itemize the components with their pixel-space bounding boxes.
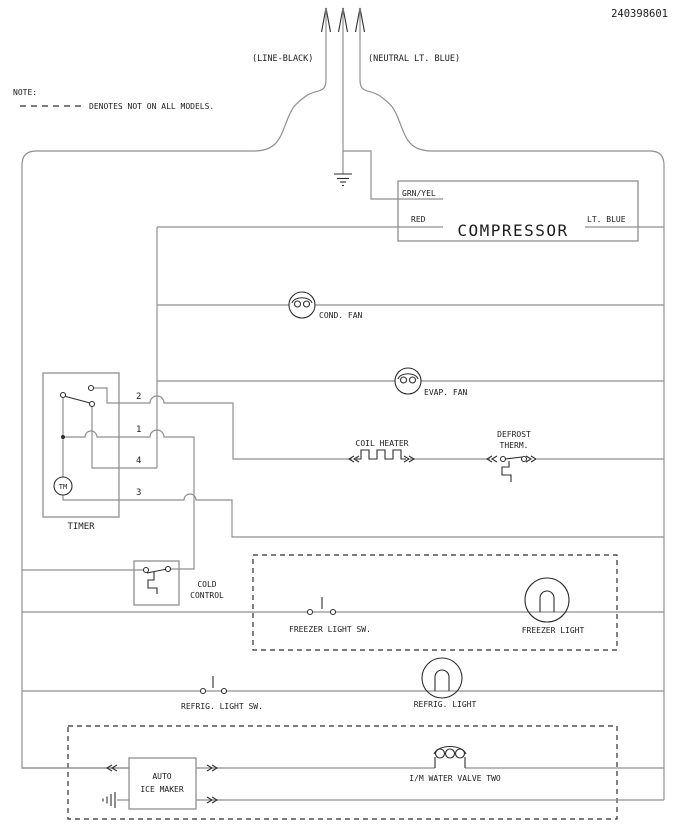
terminal-grn-yel-label: GRN/YEL [402,189,436,198]
cold-control-label-line2: CONTROL [190,591,224,600]
refrig-bulb-filament [434,669,450,691]
timer-junction-dot [61,435,65,439]
timer-terminal-1: 1 [136,425,141,435]
cold-control-sensor-icon [147,572,158,594]
cold-control-box [133,560,180,606]
defrost-therm-icon [485,455,538,482]
ice-maker-label-line1: AUTO [152,772,171,781]
timer-terminal-3: 3 [136,488,141,498]
timer-contact-pivot [59,391,67,399]
timer-terminal-4: 4 [136,456,141,466]
border-left-line-bus [21,9,327,769]
cold-control: COLD CONTROL [22,560,224,606]
document-number: 240398601 [611,8,668,20]
timer-switch-arm [63,395,91,404]
neutral-lt-blue-label: (NEUTRAL LT. BLUE) [368,54,460,64]
timer-terminal-2: 2 [136,392,141,402]
terminal-red-label: RED [411,215,426,224]
ice-maker-label-line2: ICE MAKER [140,785,184,794]
cond-fan-label: COND. FAN [319,311,363,320]
refrig-switch-contact-right [220,687,228,695]
freezer-light-sw-label: FREEZER LIGHT SW. [289,625,371,634]
freezer-switch-contact-right [329,608,337,616]
earth-ground-icon [334,173,352,187]
cond-fan: COND. FAN [157,291,664,320]
freezer-optional-dashed-box [252,554,618,651]
timer-wire-2 [91,387,352,460]
timer-wire-1 [63,429,195,570]
terminal-lt-blue-label: LT. BLUE [587,215,626,224]
water-valve-label: I/M WATER VALVE TWO [409,774,501,783]
refrig-light-circuit: REFRIG. LIGHT SW. REFRIG. LIGHT [22,657,664,711]
note-legend: NOTE: DENOTES NOT ON ALL MODELS. [13,88,214,111]
compressor-box [397,180,639,242]
freezer-light-label: FREEZER LIGHT [522,626,585,635]
cold-control-contact-right [164,565,172,573]
evap-fan-label: EVAP. FAN [424,388,468,397]
timer-box [42,372,120,518]
chassis-ground-icon [102,792,116,808]
ice-maker-optional-dashed-box [67,725,618,820]
cold-control-contact-left [142,566,150,574]
timer-wire-4 [91,404,157,469]
defrost-contact-right [520,455,528,463]
cond-fan-windings-icon [291,297,313,308]
water-valve-coil-icon [433,745,467,768]
defrost-label-line2: THERM. [500,441,529,450]
defrost-thermostat: DEFROST THERM. [485,430,538,482]
coil-heater-element-icon [347,449,416,463]
line-arrow-icon [320,7,332,33]
coil-heater-label: COIL HEATER [356,439,409,448]
freezer-light-circuit: FREEZER LIGHT SW. FREEZER LIGHT [22,554,664,651]
note-legend-text: DENOTES NOT ON ALL MODELS. [89,102,214,111]
cond-fan-motor-icon [288,291,316,319]
cold-control-label-line1: COLD [197,580,216,589]
evap-fan: EVAP. FAN [157,367,664,397]
defrost-label-line1: DEFROST [497,430,531,439]
refrig-light-label: REFRIG. LIGHT [414,700,477,709]
timer-contact-4 [88,400,96,408]
defrost-timer: TM 2 1 4 3 TIMER [42,372,664,570]
defrost-contact-left [499,455,507,463]
ice-maker-circuit: AUTO ICE MAKER I/M WATER VALVE TWO [22,725,664,820]
refrig-light-sw-label: REFRIG. LIGHT SW. [181,702,263,711]
timer-contact-2 [87,384,95,392]
freezer-light-bulb-icon [524,577,570,623]
supply-arrows: (LINE-BLACK) (NEUTRAL LT. BLUE) [252,7,460,64]
ground-arrow-icon [337,7,349,33]
ground-branch [334,9,443,200]
timer-motor-label: TM [59,483,67,491]
evap-fan-motor-icon [394,367,422,395]
evap-fan-windings-icon [397,373,419,384]
cold-control-arm [146,568,168,574]
compressor-label: COMPRESSOR [457,221,568,240]
note-title: NOTE: [13,88,37,97]
freezer-switch-contact-left [306,608,314,616]
freezer-bulb-filament [539,590,555,612]
timer-label: TIMER [67,522,95,532]
grn-yel-wire [343,150,443,200]
coil-heater: COIL HEATER [347,439,664,463]
connector-chevrons [105,764,219,804]
timer-motor-icon [53,476,73,496]
border-right-neutral-bus [359,9,665,800]
line-black-label: (LINE-BLACK) [252,54,313,64]
refrig-light-bulb-icon [421,657,463,699]
ice-maker-box [128,757,197,810]
refrig-switch-contact-left [199,687,207,695]
compressor: GRN/YEL RED LT. BLUE COMPRESSOR [157,180,664,242]
neutral-arrow-icon [354,7,366,33]
timer-wire-3 [62,493,664,538]
